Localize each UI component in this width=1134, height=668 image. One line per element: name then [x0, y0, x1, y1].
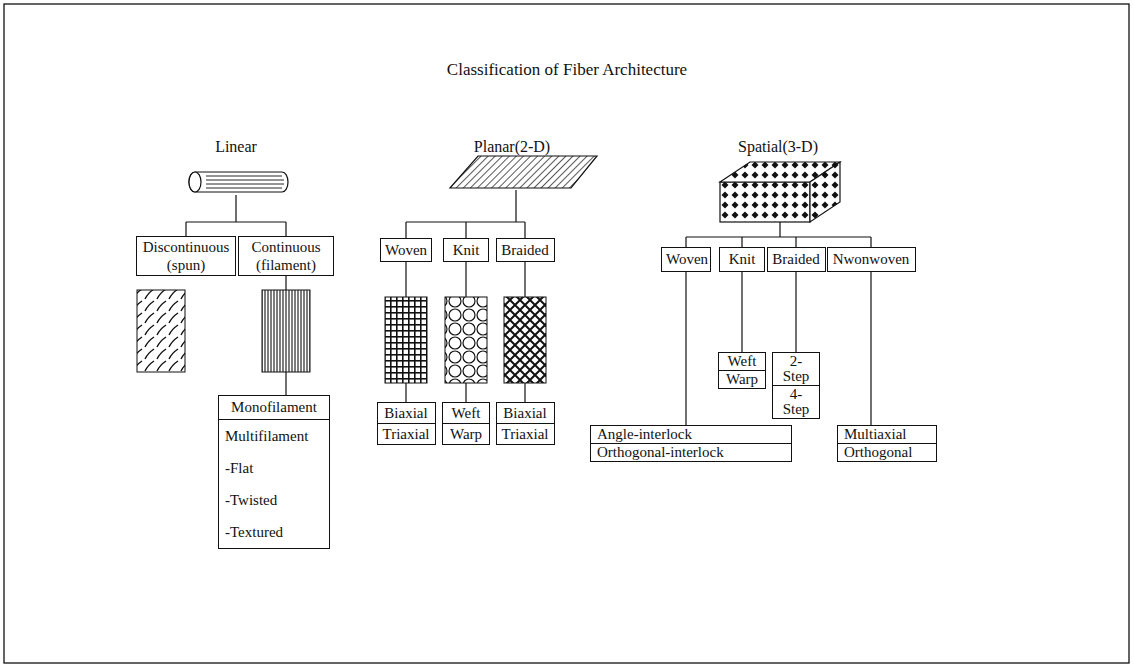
node-text: Woven [381, 239, 431, 261]
node-text: Biaxial [378, 403, 435, 423]
tree-connector [870, 272, 871, 425]
tree-line [686, 222, 871, 247]
node-text: Continuous (filament) [239, 237, 333, 275]
node-text: Woven [662, 248, 710, 271]
node-text: Warp [719, 370, 765, 388]
node-text: Biaxial [497, 403, 554, 423]
node-text: Braided [768, 248, 825, 271]
node-text: Multifilament [219, 419, 329, 452]
node-text: Warp [443, 423, 489, 444]
spun-yarn-swatch [137, 290, 185, 372]
category-box: Woven [661, 247, 711, 272]
tree-line [186, 195, 286, 236]
category-box: Angle-interlockOrthogonal-interlock [590, 425, 792, 462]
node-text: Orthogonal [838, 443, 936, 461]
category-box: Nwonwoven [827, 247, 916, 272]
node-text: Triaxial [497, 423, 554, 444]
category-box: BiaxialTriaxial [377, 402, 436, 445]
category-box: Braided [496, 238, 555, 262]
category-box: 2-Step4-Step [772, 352, 820, 419]
category-box: WeftWarp [442, 402, 490, 445]
category-box: Knit [719, 247, 765, 272]
category-label: Linear [136, 138, 336, 156]
category-box: Braided [767, 247, 826, 272]
node-text: Monofilament [219, 396, 329, 419]
braided-swatch [504, 297, 546, 383]
category-label: Spatial(3-D) [678, 138, 878, 156]
diagram-title: Classification of Fiber Architecture [0, 60, 1134, 80]
category-box: Knit [443, 238, 489, 262]
category-box: Discontinuous (spun) [136, 236, 236, 276]
tree-connector [741, 272, 742, 352]
node-text: Weft [443, 403, 489, 423]
node-text: Knit [720, 248, 764, 271]
node-text: Triaxial [378, 423, 435, 444]
node-text: Multiaxial [838, 426, 936, 443]
filament-rod-icon [189, 172, 288, 192]
category-box: MonofilamentMultifilament-Flat-Twisted-T… [218, 395, 330, 549]
node-text: Orthogonal-interlock [591, 443, 791, 461]
node-text: Weft [719, 353, 765, 370]
tree-connector [685, 272, 686, 425]
category-box: MultiaxialOrthogonal [837, 425, 937, 462]
planar-sheet-icon [450, 156, 597, 188]
filament-swatch [262, 290, 310, 372]
tree-connector [795, 272, 796, 352]
node-text: Discontinuous (spun) [137, 237, 235, 275]
node-text: Braided [497, 239, 554, 261]
node-text: 4-Step [773, 385, 819, 418]
node-text: Angle-interlock [591, 426, 791, 443]
node-text: 2-Step [773, 353, 819, 385]
node-text: -Textured [219, 516, 329, 548]
knit-swatch [445, 297, 487, 383]
spatial-block-icon [720, 162, 840, 222]
node-text: -Flat [219, 452, 329, 484]
category-box: Woven [380, 238, 432, 262]
node-text: Nwonwoven [828, 248, 915, 271]
category-box: BiaxialTriaxial [496, 402, 555, 445]
category-box: WeftWarp [718, 352, 766, 389]
category-label: Planar(2-D) [412, 138, 612, 156]
outer-frame [4, 4, 1129, 663]
tree-line [406, 190, 525, 238]
node-text: -Twisted [219, 484, 329, 516]
category-box: Continuous (filament) [238, 236, 334, 276]
node-text: Knit [444, 239, 488, 261]
woven-swatch [385, 297, 427, 383]
